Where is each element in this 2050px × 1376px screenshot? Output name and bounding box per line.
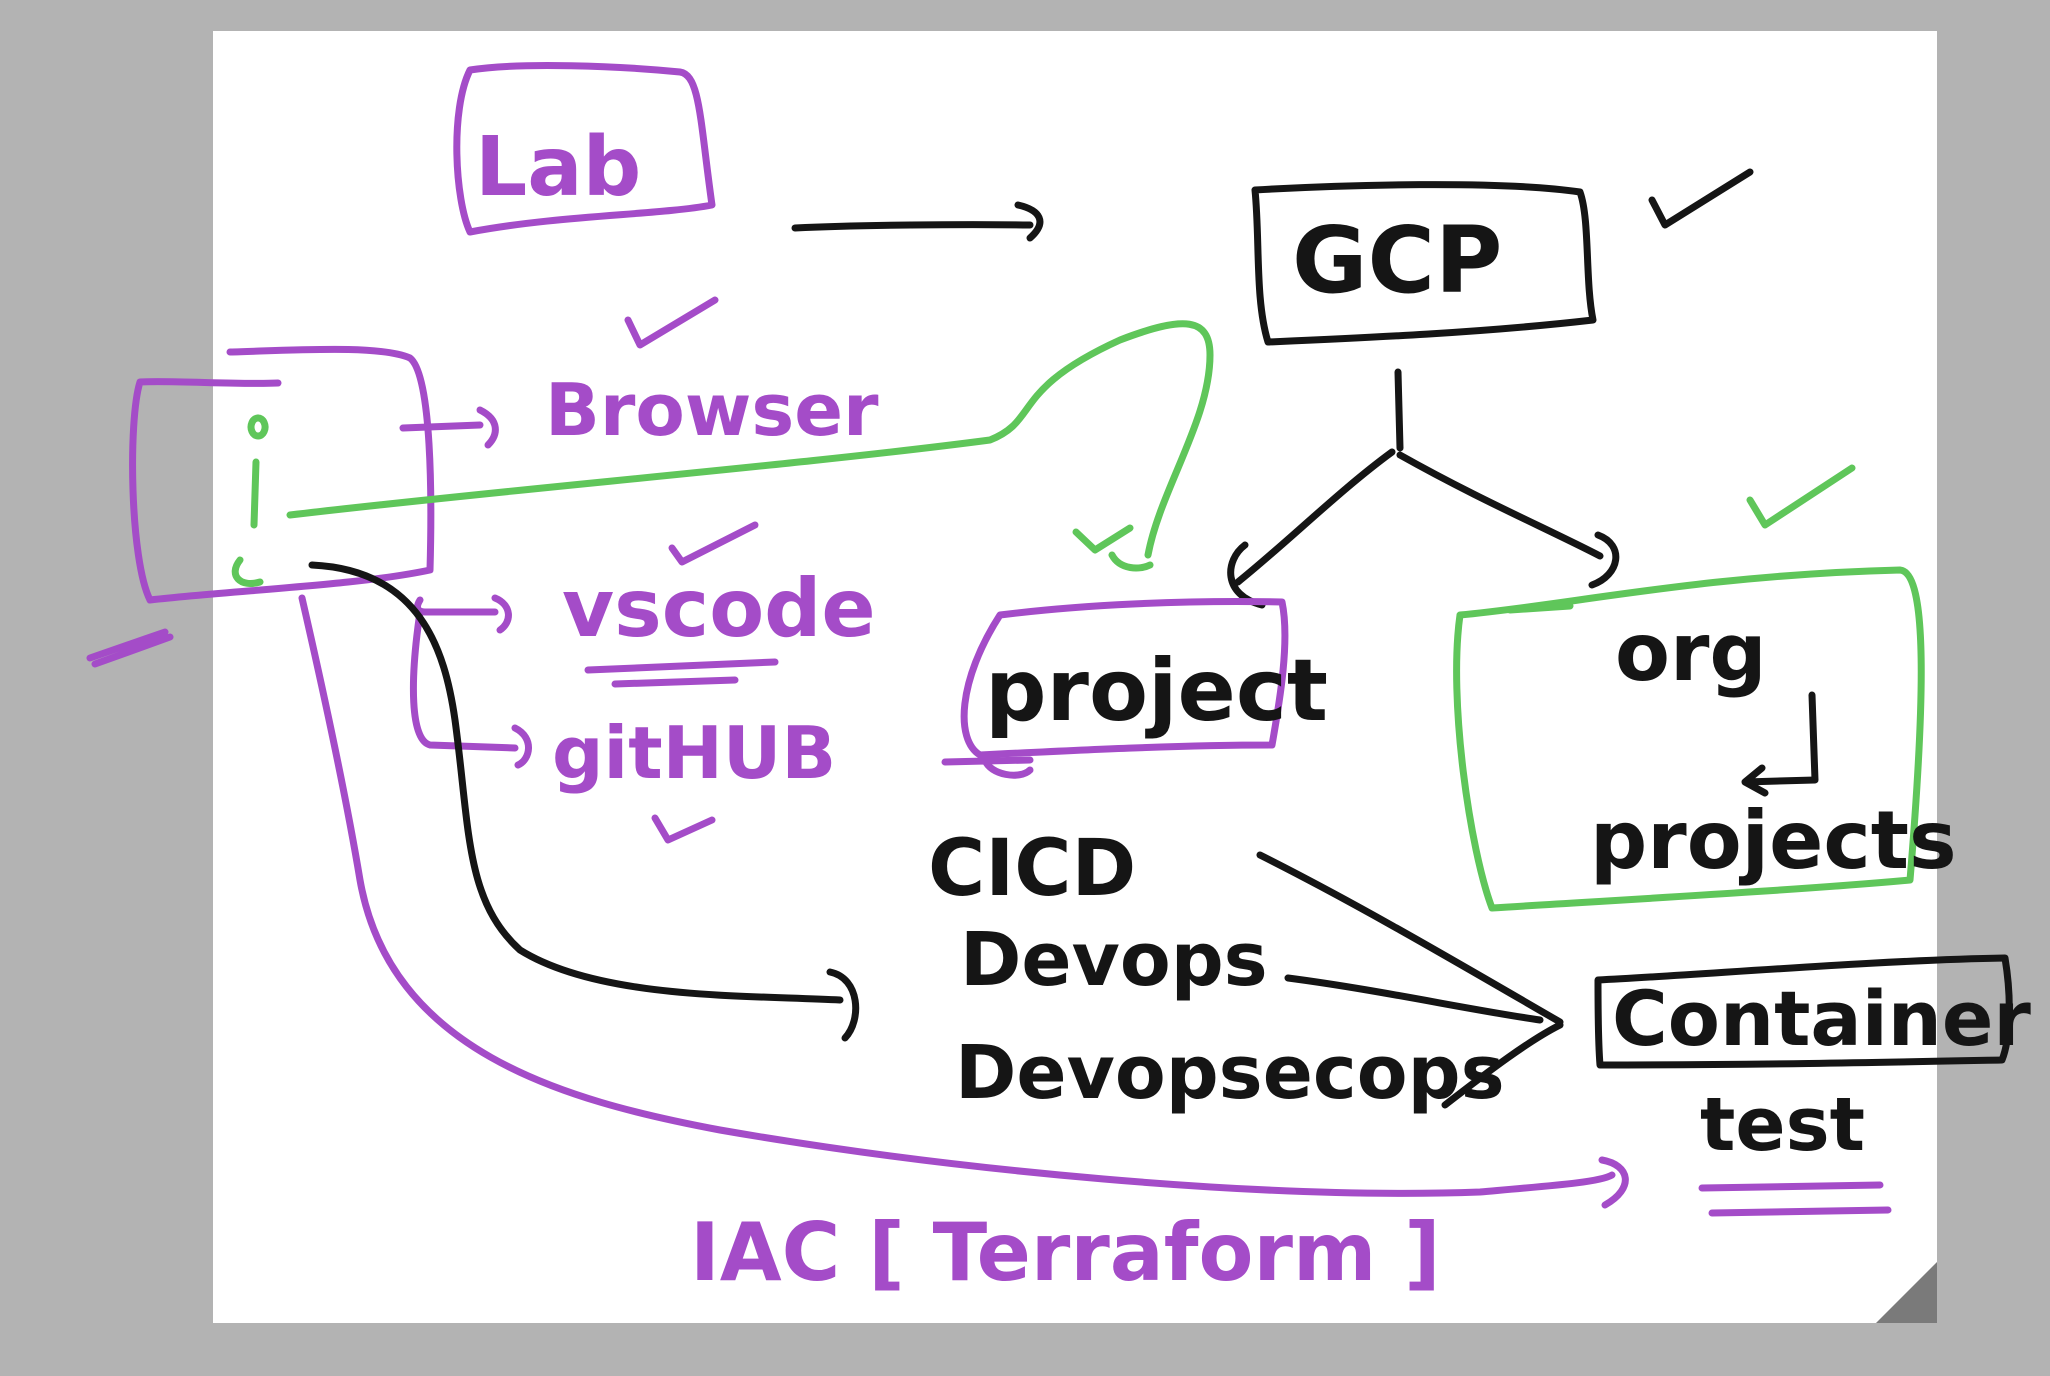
- equals-mark: [86, 628, 174, 668]
- github-label: gitHUB: [552, 711, 836, 795]
- iac-label: IAC [ Terraform ]: [690, 1206, 1441, 1299]
- device-node: [86, 345, 435, 668]
- gcp-node: GCP: [1251, 181, 1597, 346]
- org-box: [1453, 566, 1925, 912]
- device-to-cicd-curve: [308, 561, 860, 1042]
- gcp-checkmark: [1648, 168, 1754, 229]
- test-underline: [1698, 1181, 1892, 1217]
- test-label: test: [1700, 1082, 1865, 1168]
- devops-label: Devops: [960, 917, 1268, 1003]
- browser-checkmark: [624, 296, 719, 349]
- org-node: org projects: [1453, 464, 1957, 912]
- gcp-to-project-branch: [1227, 448, 1396, 609]
- project-label: project: [985, 641, 1328, 741]
- project-underline: [941, 756, 1034, 779]
- container-box: [1594, 954, 2013, 1069]
- vscode-checkmark: [668, 521, 759, 566]
- lab-label: Lab: [475, 120, 641, 215]
- device-to-iac-curve: [298, 594, 1629, 1209]
- device-to-github-arrow: [409, 608, 532, 769]
- container-node: Container test: [1594, 954, 2031, 1217]
- lab-node: Lab: [453, 62, 716, 236]
- project-box: [960, 598, 1289, 759]
- cicd-group: CICD Devops Devopsecops: [928, 824, 1505, 1116]
- projects-label: projects: [1590, 794, 1957, 887]
- gcp-tree-stem: [1394, 368, 1404, 452]
- vscode-label: vscode: [562, 562, 876, 655]
- device-to-vscode-arrow: [414, 594, 512, 634]
- device-camera-icon: [247, 414, 269, 440]
- whiteboard-canvas: [213, 31, 1937, 1323]
- gcp-label: GCP: [1292, 207, 1502, 314]
- lab-to-gcp-arrow: [791, 201, 1044, 242]
- page-fold-corner: [1876, 1262, 1937, 1323]
- lab-box: [453, 62, 716, 236]
- org-checkmark: [1746, 464, 1856, 529]
- org-label: org: [1615, 606, 1767, 699]
- github-checkmark: [651, 814, 716, 844]
- device-to-project-link: [286, 320, 1214, 572]
- browser-label: Browser: [545, 368, 879, 452]
- device-to-browser-arrow: [399, 406, 499, 449]
- project-node: project: [941, 598, 1328, 779]
- gcp-box: [1251, 181, 1597, 346]
- org-to-projects-connector: [1741, 691, 1819, 797]
- device-indicator: [231, 458, 264, 587]
- container-label: Container: [1612, 974, 2031, 1063]
- gcp-to-org-branch: [1396, 451, 1620, 589]
- devopsecops-label: Devopsecops: [955, 1030, 1505, 1116]
- cicd-to-container-arrow: [1256, 851, 1564, 1109]
- cicd-label: CICD: [928, 824, 1136, 914]
- vscode-underline: [584, 658, 779, 688]
- device-box: [129, 345, 435, 604]
